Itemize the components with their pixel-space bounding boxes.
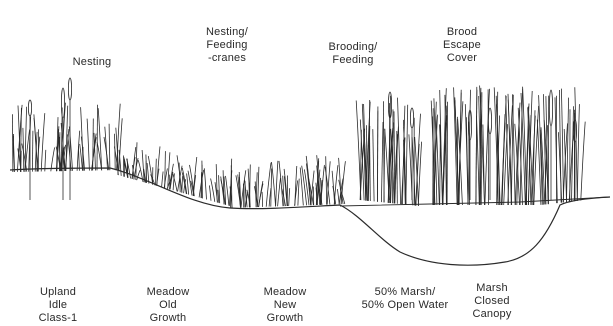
grass-blade — [326, 156, 327, 204]
label-nesting-feeding-cranes: Nesting/ Feeding -cranes — [192, 26, 262, 65]
grass-blade — [211, 179, 215, 202]
grass-blade — [406, 105, 408, 205]
grass-blade — [41, 113, 45, 171]
grass-blade — [397, 131, 398, 204]
grass-blade — [302, 166, 307, 206]
grass-blade — [157, 146, 160, 185]
grass-blade — [258, 167, 259, 207]
grass-blade — [226, 176, 229, 206]
grass-blade — [66, 106, 68, 171]
grass-blade — [561, 89, 563, 203]
grass-blade — [306, 156, 311, 205]
grass-blade — [98, 108, 102, 170]
label-meadow-new-growth: Meadow New Growth — [255, 286, 315, 325]
grass-blade — [272, 162, 276, 206]
grass-blade — [278, 178, 281, 206]
grass-blade — [97, 105, 98, 171]
seed-head — [410, 108, 413, 128]
label-nesting: Nesting — [62, 56, 122, 69]
grass-blade — [381, 122, 383, 202]
label-upland-idle: Upland Idle Class-1 — [28, 286, 88, 325]
grass-blade — [271, 169, 272, 207]
seed-head — [549, 90, 552, 126]
vegetation — [12, 78, 585, 208]
grass-blade — [104, 137, 109, 170]
grass-blade — [209, 185, 211, 200]
grass-blade — [356, 101, 361, 201]
label-marsh-closed-canopy: Marsh Closed Canopy — [462, 282, 522, 321]
grass-blade — [137, 170, 140, 180]
label-brood-escape-cover: Brood Escape Cover — [432, 26, 492, 65]
grass-blade — [177, 155, 182, 192]
grass-blade — [51, 147, 55, 171]
seed-head — [68, 78, 71, 100]
grass-blade — [218, 190, 219, 203]
grass-blade — [202, 161, 203, 199]
grass-blade — [266, 163, 271, 207]
grass-blade — [481, 92, 482, 205]
grass-blade — [109, 124, 110, 170]
ground-profile — [10, 168, 610, 265]
grass-blade — [412, 137, 415, 205]
grass-blade — [289, 188, 290, 206]
label-brooding-feeding: Brooding/ Feeding — [318, 41, 388, 67]
grass-blade — [476, 87, 477, 205]
grass-blade — [373, 129, 374, 201]
grass-blade — [12, 114, 13, 172]
grass-blade — [156, 159, 157, 186]
grass-blade — [87, 119, 89, 171]
seed-head — [28, 100, 31, 116]
label-marsh-open-water: 50% Marsh/ 50% Open Water — [360, 286, 450, 312]
grass-blade — [32, 131, 33, 172]
grass-blade — [78, 146, 79, 170]
label-meadow-old-growth: Meadow Old Growth — [138, 286, 198, 325]
grass-blade — [383, 101, 384, 202]
grass-blade — [276, 161, 278, 207]
grass-blade — [162, 172, 164, 188]
grass-blade — [187, 173, 189, 194]
grass-blade — [577, 104, 579, 201]
grass-blade — [515, 103, 520, 205]
grass-blade — [581, 122, 585, 201]
grass-blade — [567, 98, 569, 202]
grass-blade — [262, 192, 263, 207]
grass-blade — [204, 168, 206, 199]
grass-blade — [559, 90, 561, 203]
grass-blade — [23, 128, 24, 172]
seed-head — [61, 88, 64, 118]
grass-blade — [369, 117, 370, 201]
grass-blade — [337, 189, 339, 204]
seed-head — [488, 108, 491, 134]
grass-blade — [398, 98, 401, 204]
grass-blade — [182, 168, 187, 194]
grass-blade — [298, 179, 299, 206]
